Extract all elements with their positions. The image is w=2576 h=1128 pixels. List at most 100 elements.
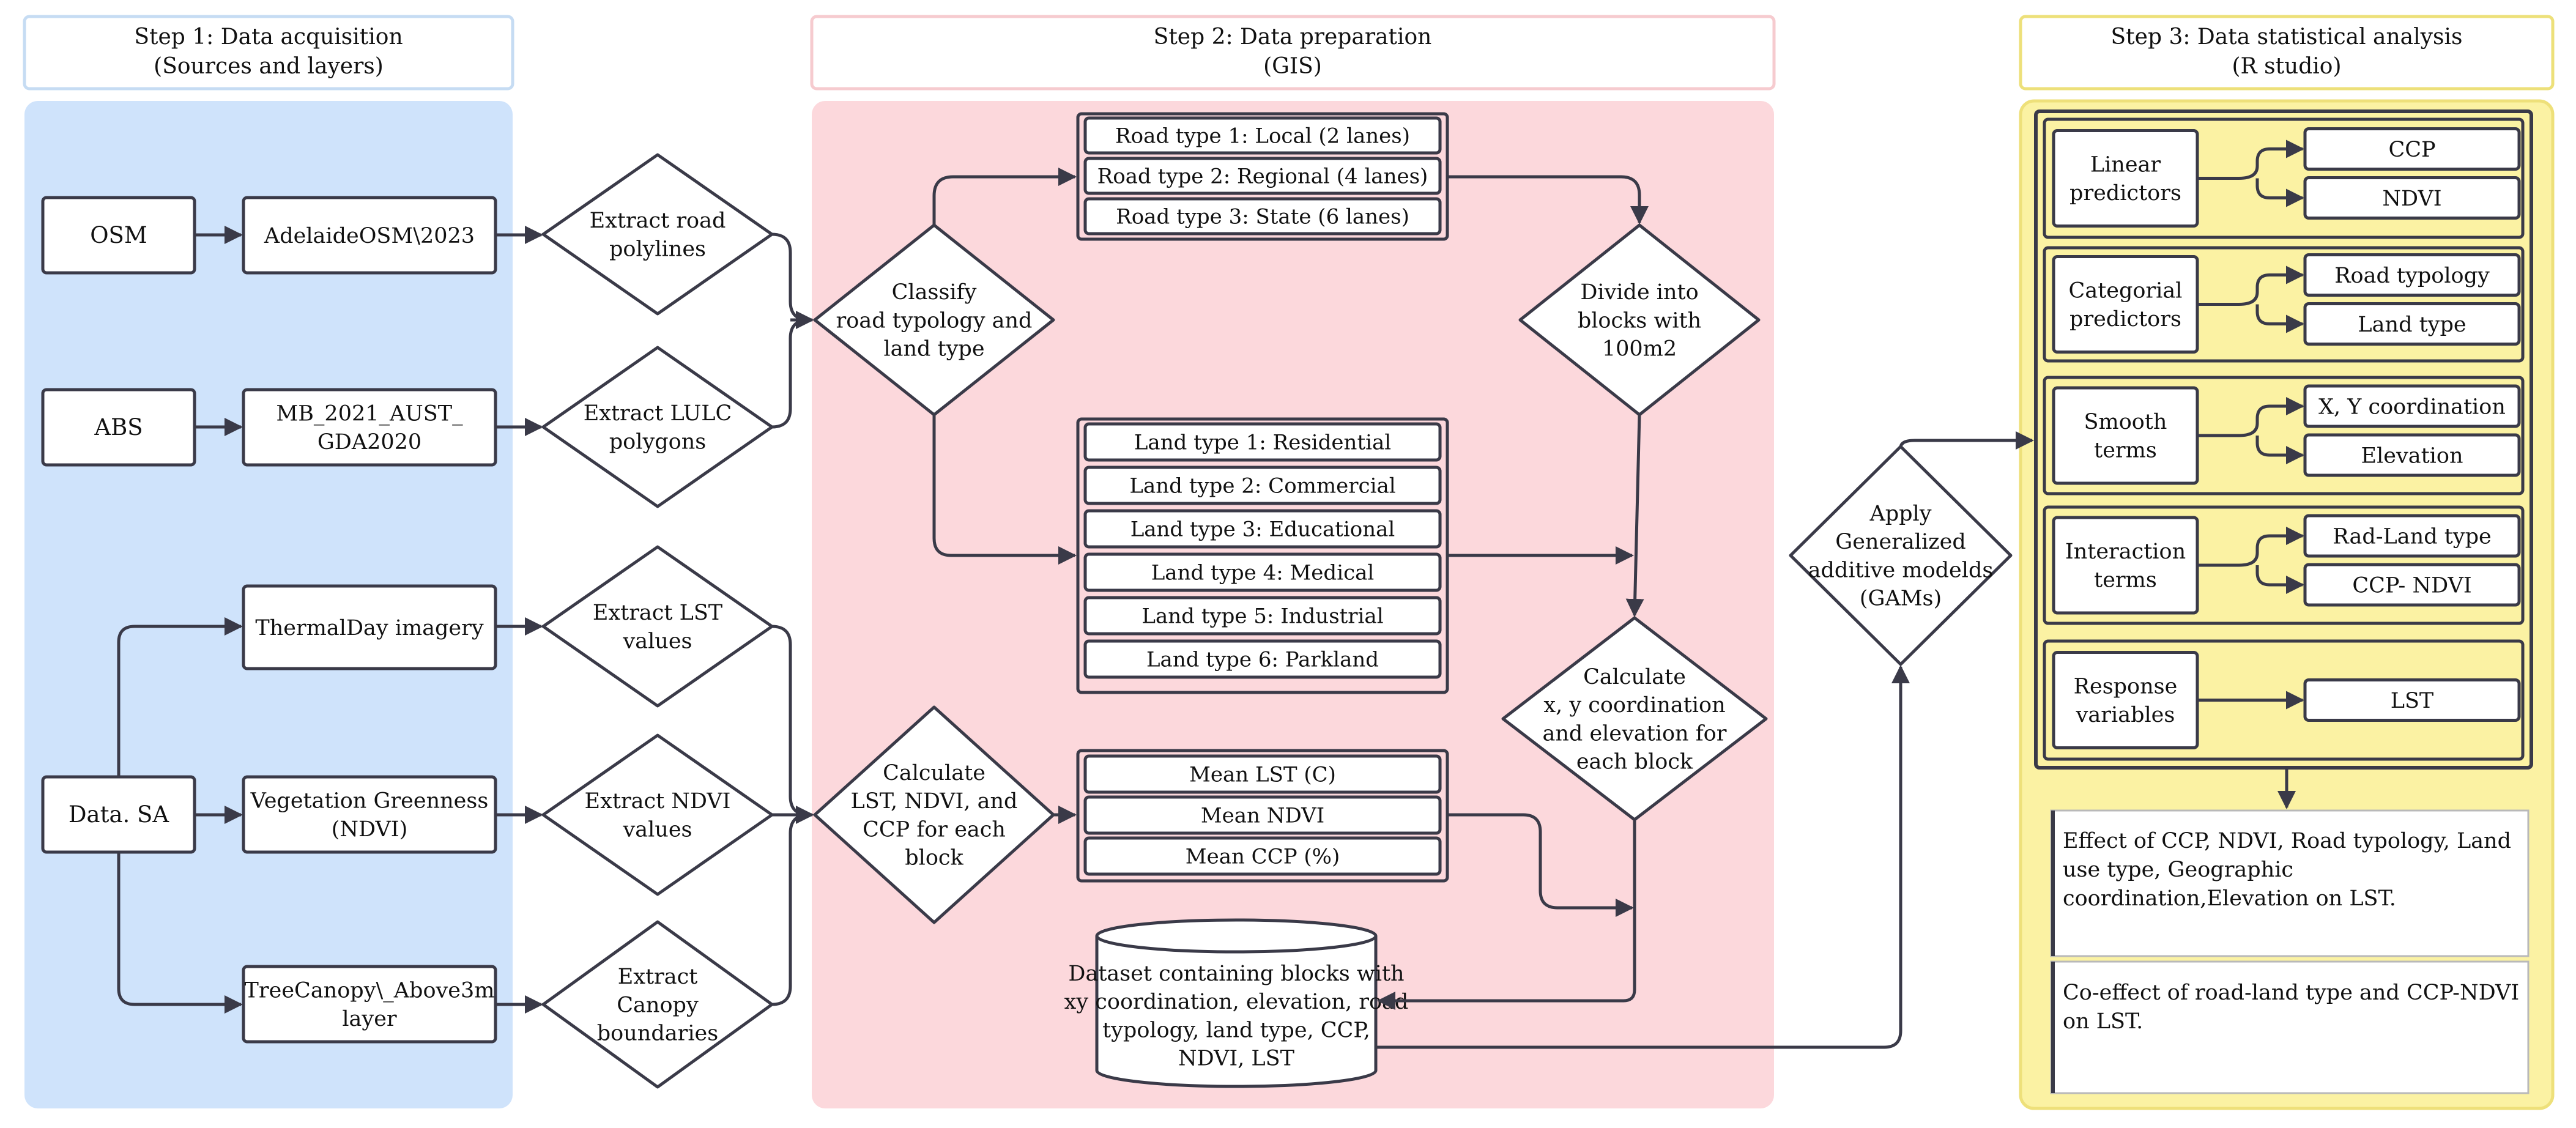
dataset-line-2: xy coordination, elevation, road [1064,990,1409,1014]
source-osm: OSM [41,196,196,275]
dataset-line-4: NDVI, LST [1178,1047,1294,1071]
arrow-means-calcxy [1447,813,1634,917]
classify-diamond-line-3: land type [883,336,984,361]
extract-lst-line-2: values [622,629,692,653]
land-type-3-line-1: Land type 3: Educational [1130,517,1395,541]
land-type-6: Land type 6: Parkland [1083,639,1442,679]
layer-osm-line-1: AdelaideOSM\2023 [264,224,475,248]
term-3-arrow-1 [2197,397,2304,437]
term-group-4-label-line-2: terms [2094,568,2157,592]
land-type-3: Land type 3: Educational [1083,509,1442,549]
extract-lulc-line-1: Extract LULC [584,401,732,426]
land-type-5-line-1: Land type 5: Industrial [1141,604,1383,628]
land-type-2: Land type 2: Commercial [1083,466,1442,505]
divide-blocks-diamond-line-2: blocks with [1578,308,1701,333]
result-coeffects-line-2: on LST. [2063,1009,2143,1034]
term-4-item-1-line-1: Rad-Land type [2333,524,2491,549]
road-type-3-line-1: Road type 3: State (6 lanes) [1116,204,1409,229]
term-group-2-label-line-1: Categorial [2069,279,2183,303]
term-4-item-2-line-1: CCP- NDVI [2352,573,2471,598]
term-4-arrow-1 [2197,527,2304,567]
term-3-item-1-line-1: X, Y coordination [2318,395,2506,419]
arrow-dataset-gam [1376,665,1910,1049]
calc-xy-diamond-line-4: each block [1576,750,1693,774]
calc-block-diamond-line-4: block [905,846,963,870]
term-1-item-1-line-1: CCP [2388,138,2435,162]
calc-xy-diamond-line-3: and elevation for [1543,721,1727,746]
mean-3-line-1: Mean CCP (%) [1186,844,1340,869]
term-group-5-label-line-2: variables [2076,703,2175,727]
source-datasa-label: Data. SA [69,801,170,828]
result-coeffects-line-1: Co-effect of road-land type and CCP-NDVI [2063,981,2519,1005]
merge-road [771,232,809,322]
result-effects-line-1: Effect of CCP, NDVI, Road typology, Land [2063,829,2511,853]
term-3-item-2-line-1: Elevation [2361,443,2463,468]
mean-1-line-1: Mean LST (C) [1189,762,1336,787]
step2-header: Step 2: Data preparation (GIS) [810,15,1776,91]
term-group-3-label-line-2: terms [2094,438,2157,462]
step3-subtitle: (R studio) [2232,54,2342,79]
road-type-3: Road type 3: State (6 lanes) [1083,197,1442,236]
merge-lst [771,625,809,817]
term-2-arrow-1 [2197,265,2304,306]
land-type-4: Land type 4: Medical [1083,552,1442,592]
gam-diamond-line-2: Generalized [1835,530,1965,554]
term-group-1-label-line-1: Linear [2090,153,2161,177]
land-type-2-line-1: Land type 2: Commercial [1129,473,1395,498]
mean-2-line-1: Mean NDVI [1201,803,1324,828]
divide-blocks-diamond-line-3: 100m2 [1602,336,1677,361]
term-1-item-2: NDVI [2303,176,2521,220]
term-1-arrow-1 [2197,139,2304,180]
road-type-2-line-1: Road type 2: Regional (4 lanes) [1097,164,1428,188]
term-3-arrow-2 [2255,436,2304,464]
merge-lulc [771,318,809,429]
source-abs-label: ABS [94,414,143,440]
source-abs: ABS [41,388,196,467]
layer-vegetation: Vegetation Greenness(NDVI) [242,775,497,854]
arrow-road-divide [1447,175,1649,224]
term-3-item-1: X, Y coordination [2303,384,2521,428]
term-4-item-2: CCP- NDVI [2303,563,2521,607]
layer-vegetation-line-2: (NDVI) [332,817,407,842]
step2-title: Step 2: Data preparation [1154,24,1432,50]
calc-block-diamond-line-3: CCP for each [863,817,1006,842]
dataset-line-3: typology, land type, CCP, [1102,1018,1370,1042]
layer-osm: AdelaideOSM\2023 [242,196,497,275]
gam-diamond-line-3: additive modelds [1808,558,1994,582]
mean-1: Mean LST (C) [1083,754,1442,794]
road-type-2: Road type 2: Regional (4 lanes) [1083,157,1442,195]
step1-header: Step 1: Data acquisition (Sources and la… [23,15,514,91]
step2-subtitle: (GIS) [1263,54,1322,79]
step3-title: Step 3: Data statistical analysis [2111,24,2463,50]
calc-xy-diamond-line-2: x, y coordination [1543,693,1725,718]
land-type-4-line-1: Land type 4: Medical [1151,560,1375,585]
term-2-item-1-line-1: Road typology [2334,264,2490,288]
layer-canopy-line-2: layer [342,1007,397,1031]
source-datasa: Data. SA [41,775,196,854]
arrow-datasa-thermal [117,617,243,777]
term-1-arrow-2 [2255,178,2304,207]
extract-road-line-2: polylines [609,237,706,261]
layer-abs-line-2: GDA2020 [317,430,421,455]
term-4-item-1: Rad-Land type [2303,514,2521,558]
result-effects-line-2: use type, Geographic [2063,858,2293,882]
term-2-item-2: Land type [2303,302,2521,346]
gam-diamond-line-1: Apply [1869,502,1931,526]
mean-3: Mean CCP (%) [1083,836,1442,876]
arrow-calcxy-dataset [1377,820,1636,1010]
step1-title: Step 1: Data acquisition [134,24,403,50]
